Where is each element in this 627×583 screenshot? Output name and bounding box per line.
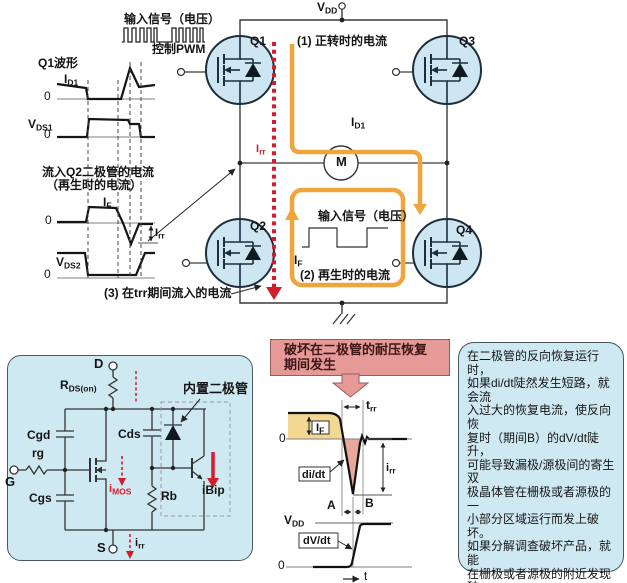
ibip-label: iBip	[202, 483, 225, 497]
failure-header-box: 破坏在二极管的耐压恢复 期间发生	[270, 339, 450, 376]
q1-waveform-label: Q1波形	[38, 56, 79, 70]
zero-label-id1: 0	[44, 89, 51, 103]
pwm-control-label: 控制PWM	[152, 42, 206, 56]
zero-label-vds2: 0	[44, 267, 51, 281]
zero-label-recovery: 0	[279, 431, 286, 445]
rds-on-label: RDS(on)	[60, 378, 97, 394]
vdd-label: VDD	[317, 0, 338, 16]
period-b-label: B	[365, 496, 374, 510]
didt-box-label: di/dt	[302, 469, 326, 481]
q2-diode-current-label-1: 流入Q2二极管的电流	[42, 165, 155, 179]
q2-label: Q2	[250, 219, 267, 233]
pwm-input-waveform	[122, 27, 205, 43]
failure-header-text: 破坏在二极管的耐压恢复 期间发生	[284, 342, 428, 372]
loop-input-signal-waveform	[302, 227, 388, 248]
explanation-note-box: 在二极管的反向恢复运行时， 如果di/dt陡然发生短路，就会流 入过大的恢复电流…	[458, 342, 624, 583]
irr-recovery-label: irr	[386, 462, 396, 476]
trr-label: trr	[366, 398, 377, 414]
zero-label-if: 0	[45, 213, 52, 227]
drain-terminal-label: D	[94, 356, 104, 371]
vds1-axis-label: VDS1	[28, 117, 53, 133]
motor-label: M	[336, 154, 347, 169]
vds2-axis-label: VDS2	[56, 255, 81, 271]
vdd-waveform	[286, 522, 412, 583]
id1-axis-label: ID1	[64, 72, 79, 88]
zero-label-vds1: 0	[44, 127, 51, 141]
explanation-note-text: 在二极管的反向恢复运行时， 如果di/dt陡然发生短路，就会流 入过大的恢复电流…	[467, 349, 615, 583]
zero-label-vdd-plot: 0	[278, 558, 285, 572]
id1-path-label: ID1	[351, 115, 366, 131]
note3-label: (3) 在trr期间流入的电流	[104, 286, 232, 300]
cgd-label: Cgd	[27, 428, 51, 442]
irr-small-label: irr	[135, 537, 145, 551]
period-a-label: A	[327, 498, 336, 512]
irr-path-label: Irr	[256, 143, 266, 157]
time-axis-label: t	[364, 569, 368, 583]
irr-measure-label: Irr	[155, 227, 165, 241]
gate-terminal-label: G	[5, 474, 16, 489]
loop-input-signal-label: 输入信号（电压）	[318, 209, 415, 223]
forward-current-note: (1) 正转时的电流	[297, 34, 388, 48]
irr-dotted-path	[266, 42, 282, 300]
if-box-label: IF	[316, 422, 325, 436]
q1-label: Q1	[250, 34, 267, 48]
q3-label: Q3	[459, 34, 476, 48]
input-signal-label: 输入信号（电压）	[124, 12, 221, 26]
imos-label: iMOS	[109, 483, 132, 497]
dvdt-box-label: dV/dt	[303, 535, 331, 547]
cds-label: Cds	[118, 427, 141, 441]
rb-label: Rb	[161, 489, 177, 503]
rg-label: rg	[32, 446, 44, 460]
builtin-diode-label: 内置二极管	[183, 381, 249, 396]
if-axis-label: IF	[103, 195, 112, 211]
regen-current-note: (2) 再生时的电流	[300, 268, 391, 282]
vdd-level-label: VDD	[284, 513, 305, 529]
q4-label: Q4	[456, 223, 473, 237]
failure-down-arrow	[331, 373, 370, 398]
if-loop-label: IF	[294, 253, 303, 269]
q2-diode-current-label-2: （再生时的电流）	[46, 178, 143, 192]
source-terminal-label: S	[97, 540, 106, 555]
cgs-label: Cgs	[29, 491, 52, 505]
